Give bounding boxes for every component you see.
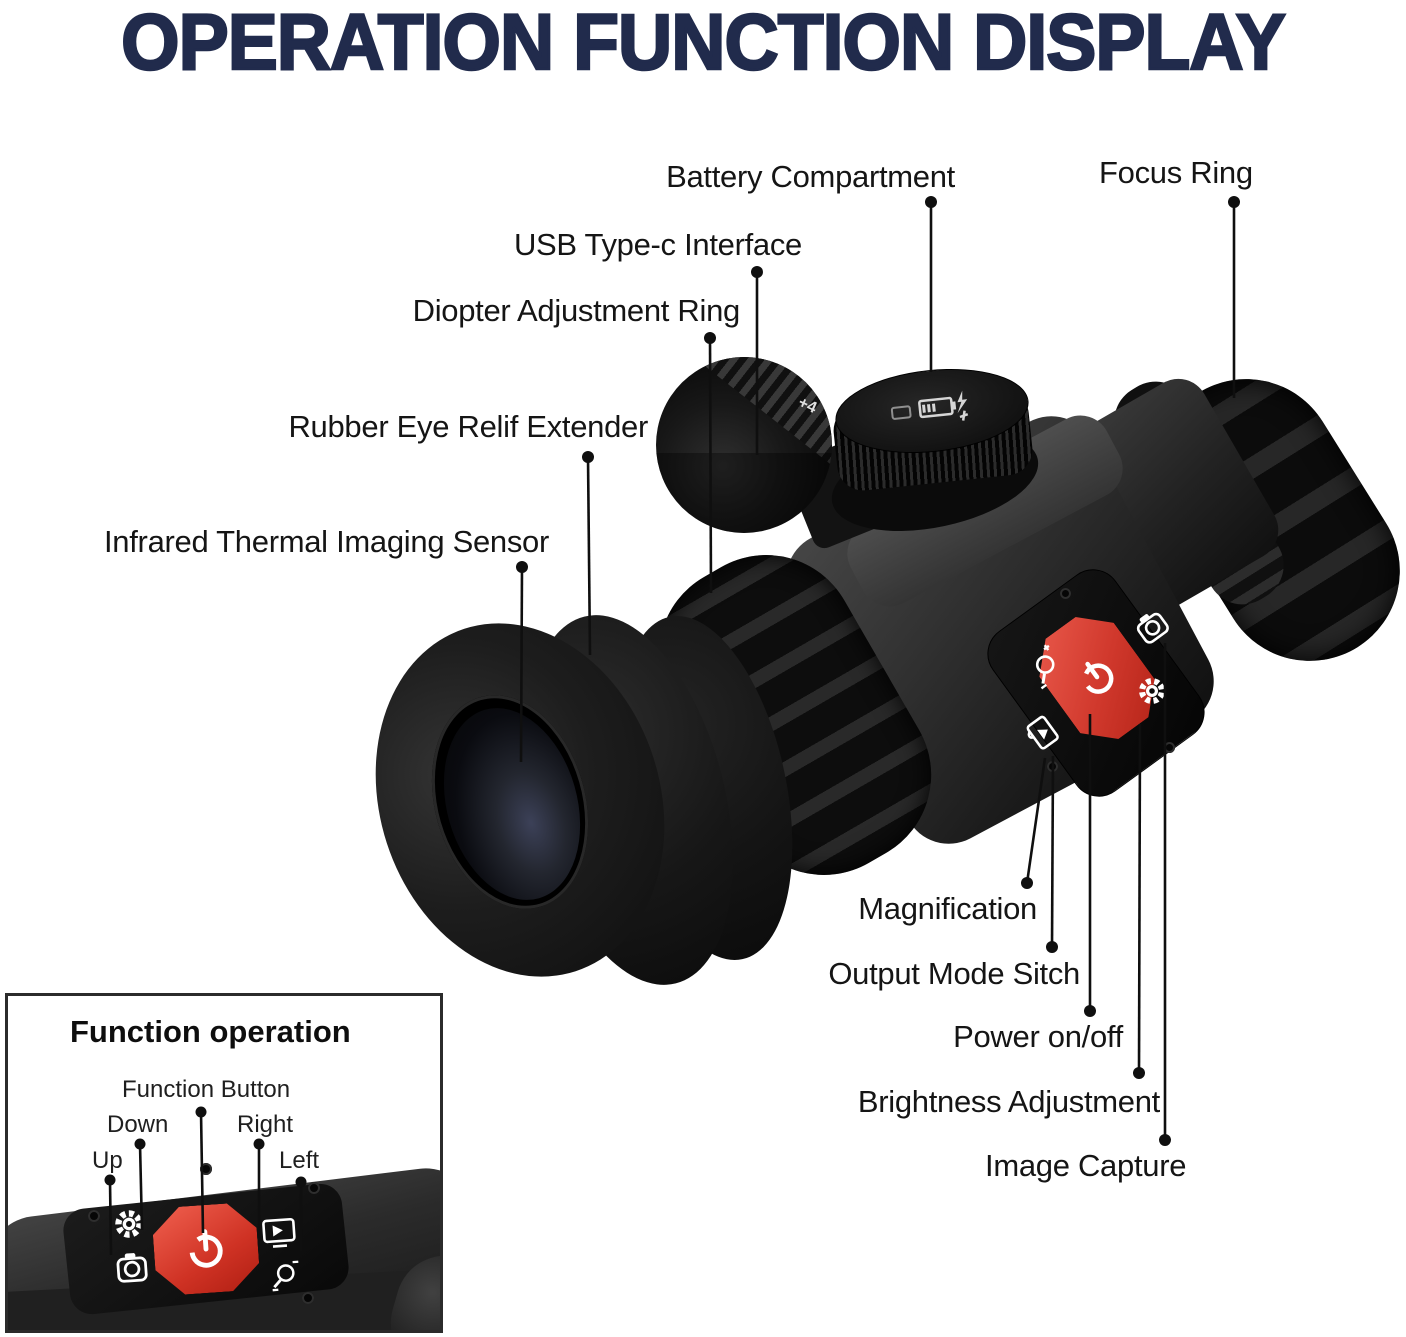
leader-dot-rubber xyxy=(582,451,594,463)
diopter-closeup-circle: +4 xyxy=(656,357,832,533)
label-rubber-eye-relief: Rubber Eye Relif Extender xyxy=(288,409,648,444)
battery-icon xyxy=(890,390,969,421)
leader-line-diopter xyxy=(708,337,713,594)
inset-screw xyxy=(302,1292,314,1304)
leader-dot-magnification xyxy=(1021,877,1033,889)
function-operation-panel xyxy=(5,993,443,1333)
label-diopter-ring: Diopter Adjustment Ring xyxy=(412,293,741,328)
inset-screw xyxy=(308,1182,320,1194)
label-left: Left xyxy=(279,1147,320,1174)
image-capture-icon xyxy=(1136,612,1169,644)
leader-dot-brightness xyxy=(1133,1067,1145,1079)
output-mode-icon xyxy=(1026,715,1059,750)
leader-line-infrared xyxy=(519,566,524,763)
screw xyxy=(1164,742,1175,753)
leader-dot-output-mode xyxy=(1046,941,1058,953)
inset-magnifier-icon xyxy=(272,1260,299,1292)
leader-dot-image-capture xyxy=(1159,1134,1171,1146)
brightness-icon xyxy=(1139,678,1165,704)
leader-dot-diopter xyxy=(704,332,716,344)
leader-line-rubber xyxy=(586,456,592,656)
label-brightness: Brightness Adjustment xyxy=(857,1084,1160,1119)
leader-dot-battery xyxy=(925,196,937,208)
label-up: Up xyxy=(92,1147,123,1174)
label-power: Power on/off xyxy=(953,1019,1123,1054)
leader-dot-down xyxy=(134,1138,146,1150)
magnification-icon xyxy=(1035,644,1055,690)
inset-camera-icon xyxy=(116,1253,148,1283)
inset-power-icon xyxy=(189,1229,223,1268)
leader-line-down xyxy=(138,1143,144,1231)
page-title: OPERATION FUNCTION DISPLAY xyxy=(120,0,1287,86)
label-magnification: Magnification xyxy=(858,891,1037,926)
inset-screw xyxy=(88,1210,100,1222)
leader-line-brightness xyxy=(1137,723,1142,1074)
leader-dot-up xyxy=(104,1174,116,1186)
leader-line-up xyxy=(108,1179,113,1256)
power-icon xyxy=(1082,661,1114,694)
leader-dot-focus xyxy=(1228,196,1240,208)
screw xyxy=(1060,588,1071,599)
leader-dot-right xyxy=(253,1138,265,1150)
leader-dot-function-button xyxy=(195,1106,207,1118)
leader-dot-usb xyxy=(751,266,763,278)
label-output-mode: Output Mode Sitch xyxy=(828,956,1080,991)
label-focus-ring: Focus Ring xyxy=(1099,155,1253,190)
label-usb-interface: USB Type-c Interface xyxy=(513,227,802,262)
leader-dot-power xyxy=(1084,1005,1096,1017)
label-function-button: Function Button xyxy=(122,1076,291,1103)
inset-title: Function operation xyxy=(70,1014,351,1049)
label-image-capture: Image Capture xyxy=(985,1148,1187,1183)
diopter-closeup-shade xyxy=(656,453,832,533)
label-down: Down xyxy=(107,1111,169,1138)
inset-monitor-icon xyxy=(262,1217,296,1248)
leader-line-output-mode xyxy=(1050,755,1055,948)
inset-gear-icon xyxy=(115,1210,143,1238)
leader-line-magnification xyxy=(1025,757,1047,884)
label-right: Right xyxy=(237,1111,294,1138)
label-battery-compartment: Battery Compartment xyxy=(666,159,955,194)
leader-line-function-button xyxy=(199,1111,205,1234)
label-infrared-sensor: Infrared Thermal Imaging Sensor xyxy=(103,524,549,559)
leader-dot-left xyxy=(295,1176,307,1188)
leader-dot-infrared xyxy=(516,561,528,573)
